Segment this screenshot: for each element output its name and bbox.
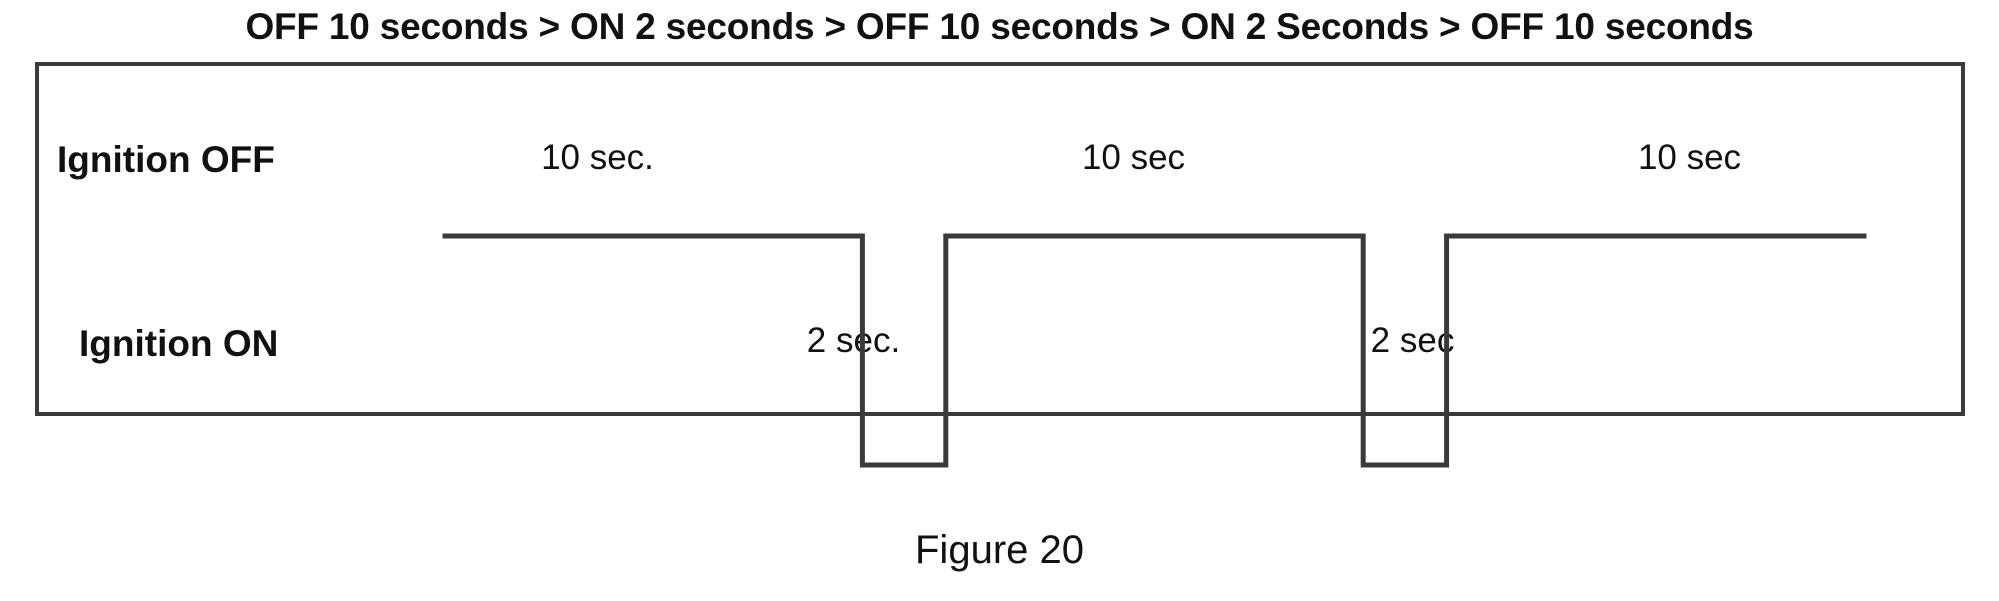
duration-label-on-2: 2 sec [1370, 321, 1455, 360]
duration-label-on-1: 2 sec. [806, 321, 901, 360]
duration-label-off-3: 10 sec [1637, 138, 1742, 177]
row-label-ignition-off: Ignition OFF [57, 139, 275, 180]
figure-title: OFF 10 seconds > ON 2 seconds > OFF 10 s… [245, 6, 1754, 47]
figure-caption: Figure 20 [915, 528, 1084, 572]
diagram-frame [35, 62, 1965, 416]
duration-label-off-2: 10 sec [1081, 138, 1186, 177]
duration-label-off-1: 10 sec. [541, 138, 654, 177]
row-label-ignition-on: Ignition ON [79, 323, 279, 364]
